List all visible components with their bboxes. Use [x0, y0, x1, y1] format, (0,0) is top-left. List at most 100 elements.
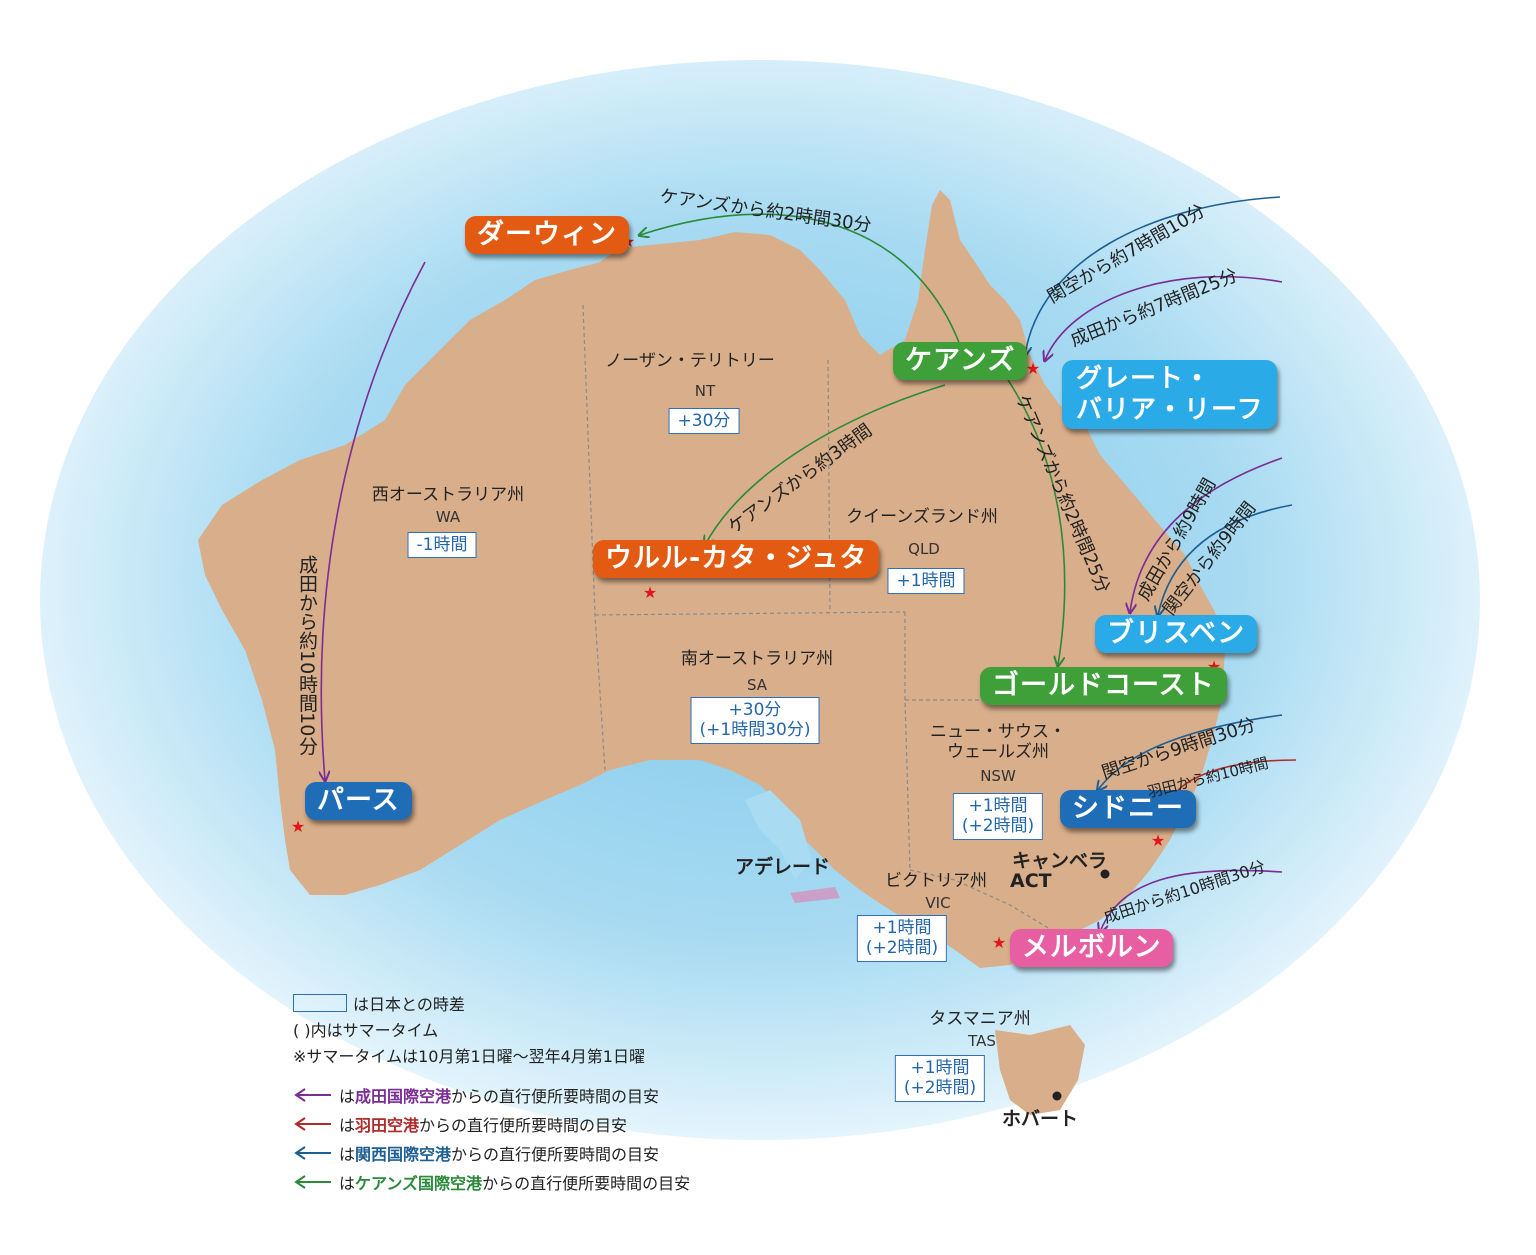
dot-hobart — [1052, 1091, 1062, 1101]
legend-suffix: からの直行便所要時間の目安 — [419, 1115, 628, 1135]
route-narita-melbourne — [1100, 869, 1283, 932]
city-sydney[interactable]: シドニー — [1060, 790, 1196, 828]
city-darwin[interactable]: ダーウィン — [465, 216, 629, 254]
tz-box-sa: +30分(+1時間30分) — [690, 697, 820, 744]
legend-cairns-row: はケアンズ国際空港からの直行便所要時間の目安 — [293, 1167, 690, 1196]
tz-vic: +1時間 — [872, 918, 932, 938]
tz-sa-summer: (+1時間30分) — [699, 720, 811, 741]
city-hobart: ホバート — [1002, 1108, 1079, 1130]
route-narita-perth — [321, 261, 426, 780]
tz-nsw-summer: (+2時間) — [961, 816, 1035, 837]
legend-is: は — [339, 1086, 356, 1106]
star-melbourne: ★ — [992, 933, 1006, 952]
legend-is: は — [339, 1173, 356, 1193]
legend-cairns: ケアンズ国際空港 — [355, 1173, 483, 1193]
legend-box-row: は日本との時差 — [293, 990, 690, 1016]
state-name-nsw-line2: ウェールズ州 — [947, 741, 1049, 762]
tz-wa: -1時間 — [416, 535, 468, 555]
tasmania — [995, 1025, 1085, 1115]
legend: は日本との時差 ( )内はサマータイム ※サマータイムは10月第1日曜〜翌年4月… — [293, 990, 690, 1196]
route-arrows — [321, 196, 1297, 932]
tz-sa: +30分 — [728, 700, 782, 720]
city-melbourne[interactable]: メルボルン — [1010, 929, 1174, 967]
city-perth[interactable]: パース — [305, 782, 412, 820]
legend-paren-row: ( )内はサマータイム — [293, 1016, 690, 1042]
legend-narita: 成田国際空港 — [355, 1086, 452, 1106]
tz-nt: +30分 — [677, 411, 731, 431]
legend-box-swatch — [293, 994, 347, 1012]
arrow-icon-kansai — [294, 1145, 331, 1160]
tz-qld: +1時間 — [896, 571, 956, 591]
city-act: ACT — [1010, 870, 1052, 892]
tz-nsw: +1時間 — [968, 796, 1028, 816]
state-name-nsw: ニュー・サウス・ウェールズ州 — [930, 722, 1066, 762]
legend-kansai: 関西国際空港 — [355, 1144, 452, 1164]
state-abbr-sa: SA — [746, 676, 768, 694]
route-cairns-darwin — [640, 213, 961, 346]
legend-kansai-row: は関西国際空港からの直行便所要時間の目安 — [293, 1138, 690, 1167]
arrow-icon-cairns — [294, 1174, 331, 1189]
legend-suffix: からの直行便所要時間の目安 — [482, 1173, 691, 1193]
legend-summer-row: ※サマータイムは10月第1日曜〜翌年4月第1日曜 — [293, 1042, 690, 1068]
state-abbr-nsw: NSW — [980, 767, 1016, 785]
route-narita-cairns — [1045, 275, 1283, 360]
route-kansai-sydney — [1098, 714, 1283, 790]
state-name-vic: ビクトリア州 — [885, 871, 987, 891]
city-great-barrier-reef[interactable]: グレート・バリア・リーフ — [1062, 360, 1278, 430]
route-cairns-uluru — [705, 384, 946, 545]
dot-canberra — [1100, 869, 1110, 879]
legend-is: は — [339, 1144, 356, 1164]
state-borders — [582, 304, 1180, 936]
arrow-icon-haneda — [294, 1116, 331, 1131]
legend-suffix: からの直行便所要時間の目安 — [451, 1144, 660, 1164]
state-name-wa: 西オーストラリア州 — [371, 485, 525, 505]
star-uluru: ★ — [643, 583, 657, 602]
mainland-australia — [198, 190, 1225, 968]
state-abbr-tas: TAS — [968, 1032, 996, 1050]
city-cairns[interactable]: ケアンズ — [893, 342, 1028, 380]
state-abbr-nt: NT — [694, 382, 716, 400]
city-goldcoast[interactable]: ゴールドコースト — [980, 667, 1227, 705]
legend-haneda-row: は羽田空港からの直行便所要時間の目安 — [293, 1109, 690, 1138]
state-abbr-vic: VIC — [925, 894, 951, 912]
tz-box-tas: +1時間(+2時間) — [894, 1055, 986, 1102]
legend-paren-note: ( )内はサマータイム — [293, 1021, 439, 1040]
city-canberra: キャンベラ — [1012, 850, 1108, 872]
gbr-line1: グレート・ — [1076, 364, 1212, 394]
route-narita-brisbane — [1130, 457, 1283, 612]
star-perth: ★ — [291, 817, 305, 836]
legend-haneda: 羽田空港 — [355, 1115, 420, 1135]
tz-box-qld: +1時間 — [887, 568, 965, 595]
route-label-narita-perth: 成田から約10時間10分 — [295, 555, 318, 756]
tz-box-nt: +30分 — [668, 408, 740, 435]
state-abbr-qld: QLD — [908, 540, 940, 558]
city-uluru[interactable]: ウルル-カタ・ジュタ — [593, 540, 880, 578]
state-name-tas: タスマニア州 — [929, 1009, 1031, 1029]
tz-tas-summer: (+2時間) — [903, 1078, 977, 1099]
tz-tas: +1時間 — [910, 1058, 970, 1078]
state-name-nt: ノーザン・テリトリー — [605, 351, 775, 371]
gbr-line2: バリア・リーフ — [1076, 394, 1264, 425]
star-sydney: ★ — [1151, 831, 1165, 850]
route-cairns-goldcoast — [1007, 379, 1066, 665]
tz-box-nsw: +1時間(+2時間) — [952, 793, 1044, 840]
kangaroo-island — [790, 887, 840, 903]
arrow-icon-narita — [294, 1087, 331, 1102]
star-cairns: ★ — [1026, 359, 1040, 378]
state-abbr-wa: WA — [435, 508, 461, 526]
tz-vic-summer: (+2時間) — [865, 938, 939, 959]
state-name-qld: クイーンズランド州 — [846, 507, 998, 527]
tz-box-wa: -1時間 — [407, 532, 477, 559]
legend-box-note: は日本との時差 — [353, 995, 465, 1014]
tz-box-vic: +1時間(+2時間) — [856, 915, 948, 962]
route-kansai-cairns — [1025, 196, 1281, 355]
state-name-nsw-line1: ニュー・サウス・ — [930, 722, 1066, 742]
legend-is: は — [339, 1115, 356, 1135]
legend-suffix: からの直行便所要時間の目安 — [451, 1086, 660, 1106]
route-kansai-brisbane — [1158, 504, 1293, 615]
spencer-gulf — [745, 790, 812, 880]
city-adelaide: アデレード — [735, 856, 831, 878]
city-brisbane[interactable]: ブリスベン — [1095, 615, 1258, 653]
legend-narita-row: は成田国際空港からの直行便所要時間の目安 — [293, 1080, 690, 1109]
